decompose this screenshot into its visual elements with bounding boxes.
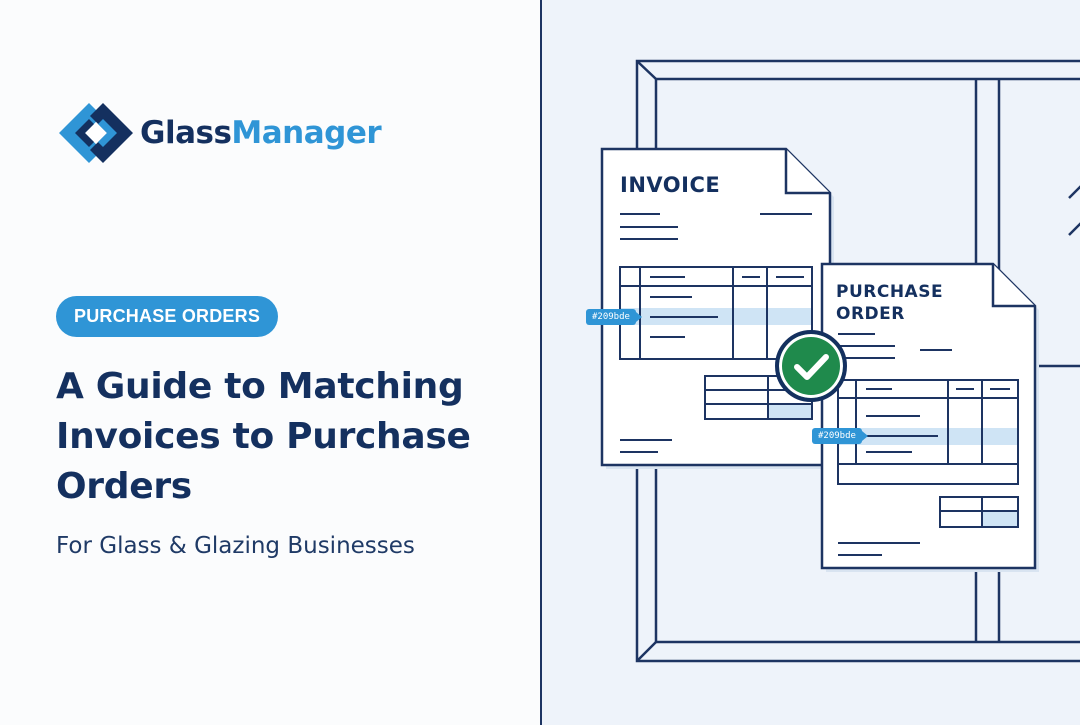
text-panel: GlassManager PURCHASE ORDERS A Guide to … — [56, 100, 471, 559]
page-subtitle: For Glass & Glazing Businesses — [56, 533, 415, 559]
brand-name-manager: Manager — [231, 114, 382, 151]
illustration-panel: INVOICE #209bde — [540, 0, 1080, 725]
brand-logo[interactable]: GlassManager — [56, 100, 382, 166]
invoice-title: INVOICE — [620, 173, 721, 197]
purchase-order-title-line2: ORDER — [836, 304, 905, 324]
brand-name-glass: Glass — [140, 114, 232, 151]
checkmark-icon — [794, 354, 829, 380]
category-badge[interactable]: PURCHASE ORDERS — [56, 296, 279, 337]
purchase-order-title-line1: PURCHASE — [836, 282, 944, 302]
invoice-paper-graphic — [600, 147, 834, 469]
brand-wordmark: GlassManager — [140, 114, 382, 151]
logo-mark-icon — [59, 103, 133, 163]
invoice-reference-tag: #209bde — [586, 309, 642, 325]
purchase-order-paper-graphic — [820, 262, 1039, 572]
check-circle-icon — [775, 330, 847, 402]
page-title: A Guide to Matching Invoices to Purchase… — [56, 366, 471, 507]
purchase-order-document: PURCHASE ORDER — [820, 262, 1040, 572]
purchase-order-reference-tag: #209bde — [812, 428, 868, 444]
invoice-document: INVOICE — [600, 147, 835, 469]
